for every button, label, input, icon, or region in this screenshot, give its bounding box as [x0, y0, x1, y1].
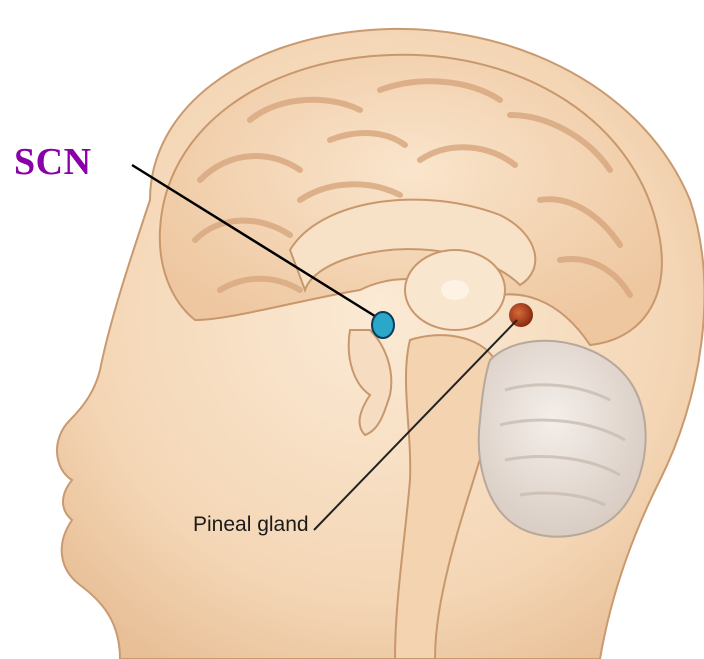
scn-label: SCN — [14, 140, 92, 184]
pineal-gland-label: Pineal gland — [193, 512, 309, 538]
scn-marker — [372, 312, 394, 338]
thalamus-highlight — [441, 280, 469, 300]
